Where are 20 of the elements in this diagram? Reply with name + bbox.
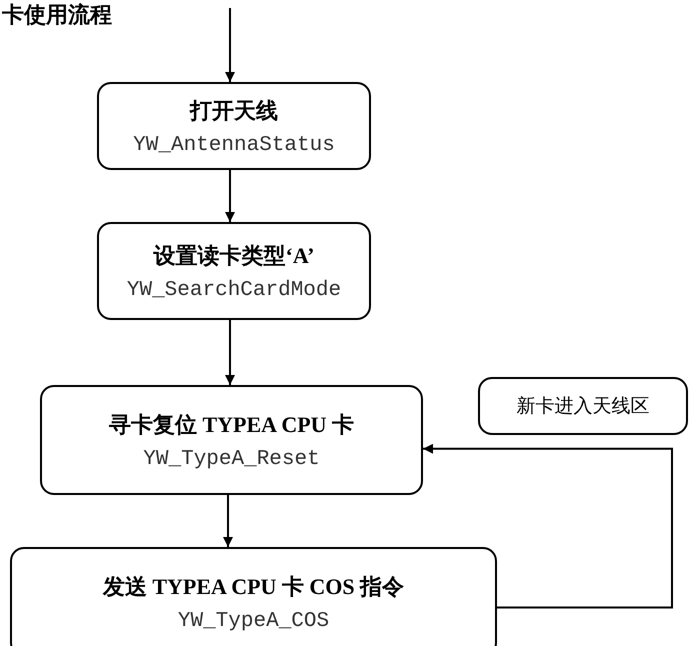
title: 卡使用流程 [2,2,112,30]
process-box [97,222,371,320]
arrow [423,444,673,608]
step-title: 寻卡复位 TYPEA CPU 卡 [108,410,354,438]
process-box [40,385,423,495]
process-box [97,82,371,170]
process-box [10,547,497,646]
step-title: 打开天线 [190,96,278,124]
arrow [225,8,235,82]
function-name: YW_SearchCardMode [126,278,342,302]
function-name: YW_TypeA_COS [178,610,330,632]
step-title: 新卡进入天线区 [516,394,650,419]
arrow [225,320,235,385]
note-box [478,377,688,435]
function-name: YW_AntennaStatus [133,134,335,156]
arrow [225,170,235,222]
function-name: YW_TypeA_Reset [143,448,320,470]
step-title: 设置读卡类型‘A’ [154,242,314,270]
step-title: 发送 TYPEA CPU 卡 COS 指令 [102,572,404,600]
arrow [223,495,233,547]
